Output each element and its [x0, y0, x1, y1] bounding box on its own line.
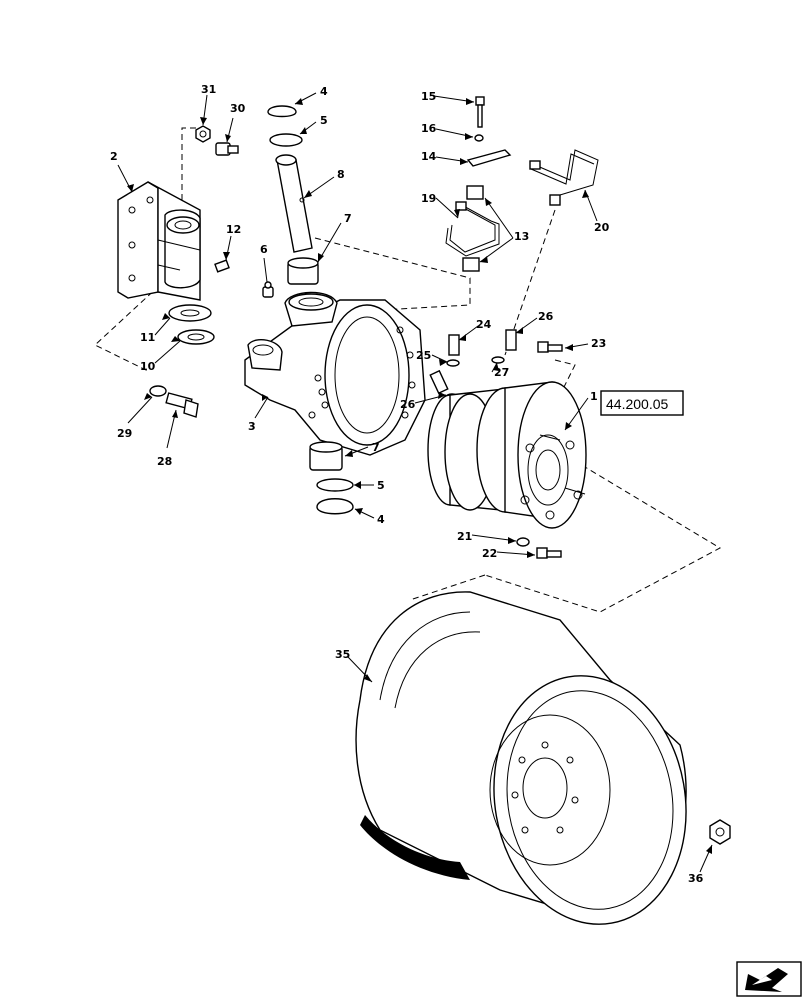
bushing-part-7-bottom: [309, 441, 343, 471]
leader-arrowheads: [127, 98, 712, 854]
washer-part-5-top: [269, 133, 303, 147]
callout-27: 27: [494, 366, 509, 379]
callout-31: 31: [201, 83, 216, 96]
washer-part-10: [177, 329, 215, 345]
callout-7-top: 7: [344, 212, 352, 225]
washer-part-21: [516, 537, 530, 547]
bolt-part-30: [215, 142, 239, 156]
clamp-plate-part-14: [466, 149, 512, 167]
pin-part-8: [275, 154, 313, 253]
callout-26-top: 26: [538, 310, 554, 323]
callout-7-bottom: 7: [372, 441, 380, 454]
wheel-rim-part-35: [355, 591, 687, 925]
callout-19: 19: [421, 192, 436, 205]
snap-ring-part-4-bottom: [316, 498, 354, 515]
callout-4-bottom: 4: [377, 513, 385, 526]
bolt-part-15: [475, 96, 485, 128]
callout-14: 14: [421, 150, 437, 163]
callout-5-bottom: 5: [377, 479, 385, 492]
tube-part-20: [529, 149, 599, 206]
callout-23: 23: [591, 337, 606, 350]
bolt-part-28: [165, 392, 199, 418]
reference-box-label: 44.200.05: [606, 396, 668, 412]
tube-part-19: [445, 201, 500, 257]
grease-fitting-part-6: [262, 281, 274, 298]
callout-16: 16: [421, 122, 437, 135]
callout-4-top: 4: [320, 85, 328, 98]
callout-25: 25: [416, 349, 431, 362]
snap-ring-part-4-top: [267, 105, 297, 118]
callout-labels: 31 30 4 5 8 2 12 7 6 11 10 3 29 28 7 5 4…: [110, 83, 704, 885]
callout-1: 1: [590, 390, 598, 403]
lug-nut-part-36: [709, 819, 731, 845]
washer-part-5-bottom: [316, 478, 354, 492]
oring-part-27: [491, 356, 505, 364]
callout-12: 12: [226, 223, 241, 236]
washer-part-11: [168, 304, 212, 322]
bushing-part-7-top: [287, 257, 319, 285]
callout-29: 29: [117, 427, 132, 440]
callout-10: 10: [140, 360, 156, 373]
fitting-part-26-top: [505, 329, 517, 351]
bolt-part-23: [537, 341, 563, 353]
fitting-part-24: [448, 334, 460, 356]
callout-30: 30: [230, 102, 246, 115]
reference-box[interactable]: 44.200.05: [600, 390, 684, 416]
callout-26-bottom: 26: [400, 398, 416, 411]
arrow-nav-icon[interactable]: [736, 961, 802, 997]
bracket-part-2: [117, 181, 201, 301]
callout-2: 2: [110, 150, 118, 163]
callout-24: 24: [476, 318, 492, 331]
callout-20: 20: [594, 221, 610, 234]
knuckle-part-3: [244, 291, 426, 456]
oring-part-25: [446, 359, 460, 367]
callout-13: 13: [514, 230, 529, 243]
setscrew-part-12: [214, 259, 230, 273]
bolt-part-22: [536, 547, 562, 559]
callout-22: 22: [482, 547, 497, 560]
callout-11: 11: [140, 331, 155, 344]
nut-part-31: [195, 125, 211, 143]
callout-36: 36: [688, 872, 704, 885]
wheel-motor-part-1: [427, 381, 587, 529]
clamp-part-13: [462, 185, 484, 272]
washer-part-29: [149, 385, 167, 397]
callout-35: 35: [335, 648, 350, 661]
callout-6: 6: [260, 243, 268, 256]
callout-3: 3: [248, 420, 256, 433]
callout-5-top: 5: [320, 114, 328, 127]
callout-15: 15: [421, 90, 436, 103]
washer-part-16: [474, 134, 484, 142]
callout-21: 21: [457, 530, 472, 543]
assembly-dashed-lines: [94, 127, 722, 613]
callout-8: 8: [337, 168, 345, 181]
callout-28: 28: [157, 455, 172, 468]
